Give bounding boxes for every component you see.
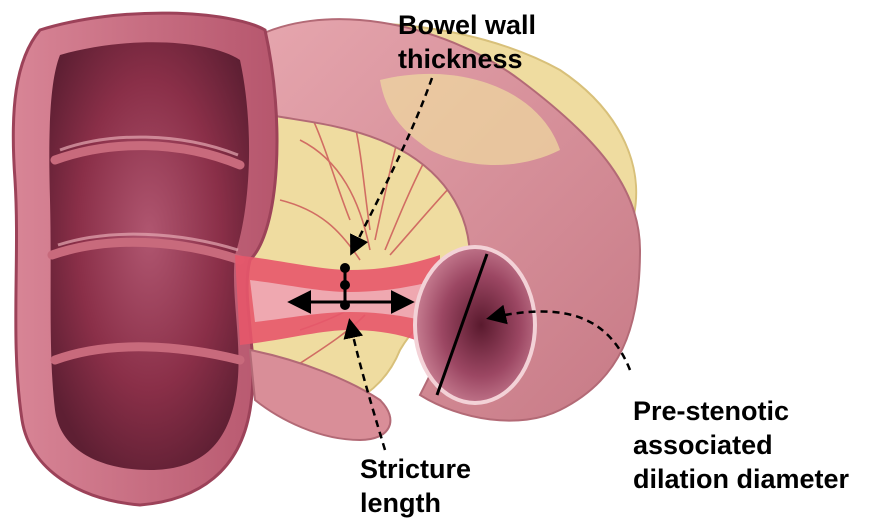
dilation-diameter-line-3: dilation diameter [633, 462, 849, 496]
bowel-wall-thickness-line-2: thickness [398, 42, 536, 76]
dilated-lumen-opening [415, 247, 535, 403]
dilation-diameter-line-2: associated [633, 428, 849, 462]
stricture-length-line-2: length [360, 486, 471, 520]
stricture-length-line-1: Stricture [360, 452, 471, 486]
dilation-diameter-label: Pre-stenotic associated dilation diamete… [633, 394, 849, 496]
dilation-diameter-line-1: Pre-stenotic [633, 394, 849, 428]
bowel-wall-thickness-label: Bowel wall thickness [398, 8, 536, 76]
bowel-wall-thickness-line-1: Bowel wall [398, 8, 536, 42]
stricture-length-label: Stricture length [360, 452, 471, 520]
